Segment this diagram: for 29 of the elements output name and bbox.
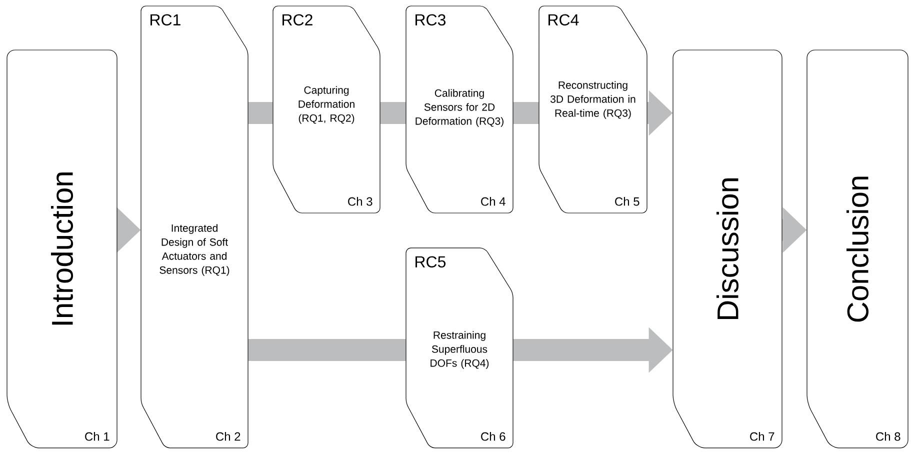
chapter-box bbox=[672, 50, 782, 448]
chapter-box bbox=[806, 50, 908, 448]
chapter-label: Ch 8 bbox=[876, 432, 900, 441]
chapter-label: Ch 7 bbox=[750, 432, 774, 441]
box-text: Calibrating Sensors for 2D Deformation (RQ3) bbox=[416, 89, 504, 127]
box-heading: RC5 bbox=[416, 256, 446, 268]
chapter-box bbox=[6, 50, 118, 448]
box-text: Capturing Deformation (RQ1, RQ2) bbox=[298, 86, 354, 124]
chapter-box bbox=[406, 6, 514, 214]
chapter-box bbox=[140, 6, 248, 448]
box-heading: RC4 bbox=[548, 14, 579, 26]
chapter-label: Ch 6 bbox=[481, 432, 506, 441]
chapter-label: Ch 1 bbox=[85, 432, 110, 441]
box-text: Reconstructing 3D Deformation in Real-time (RQ3) bbox=[550, 81, 636, 119]
chapter-box bbox=[538, 6, 648, 214]
box-text: Restraining Superfluous DOFs (RQ4) bbox=[430, 331, 489, 369]
rotated-title: Introduction bbox=[51, 172, 74, 325]
rotated-title: Conclusion bbox=[846, 176, 869, 322]
chapter-label: Ch 2 bbox=[216, 432, 240, 441]
box-text: Integrated Design of Soft Actuators and Sensors (RQ1) bbox=[160, 224, 230, 276]
chapter-label: Ch 3 bbox=[348, 196, 372, 206]
chapter-label: Ch 5 bbox=[615, 196, 640, 206]
chapter-label: Ch 4 bbox=[481, 196, 506, 206]
box-heading: RC2 bbox=[282, 14, 312, 26]
box-heading: RC3 bbox=[416, 14, 446, 26]
rotated-title: Discussion bbox=[716, 178, 739, 320]
chapter-box bbox=[406, 248, 514, 448]
chapter-box bbox=[272, 6, 380, 214]
box-heading: RC1 bbox=[150, 14, 180, 26]
